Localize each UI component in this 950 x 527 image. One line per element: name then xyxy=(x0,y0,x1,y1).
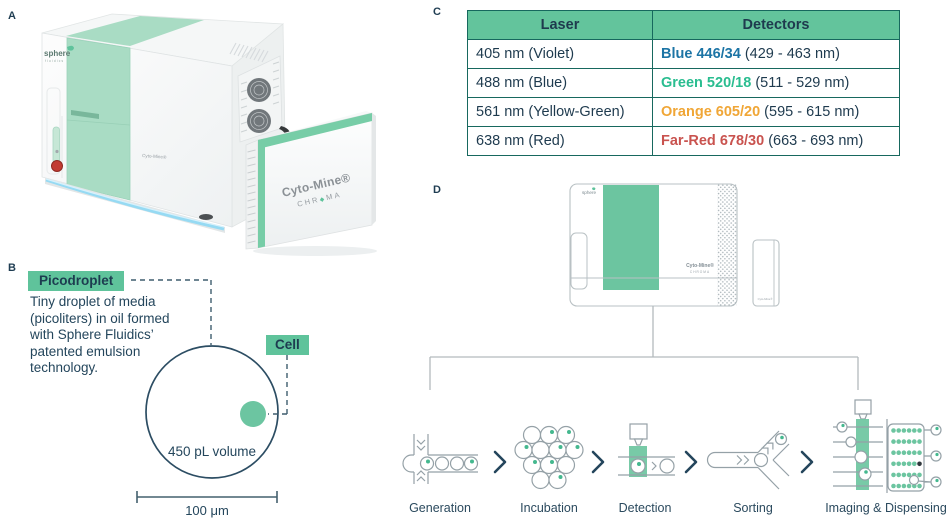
laser-cell: 405 nm (Violet) xyxy=(467,39,653,69)
instrument-schematic: sphere Cyto-Mine® CHROMA Cyto-Mine® xyxy=(569,183,780,307)
cell-circle xyxy=(240,401,266,427)
logo-text: sphere xyxy=(44,49,71,58)
top-vent-slats xyxy=(229,42,269,63)
chroma-post: MA xyxy=(325,190,342,202)
module-vent-slats xyxy=(247,149,256,244)
detector-name: Green 520/18 xyxy=(661,75,752,91)
table-row: 405 nm (Violet) Blue 446/34 (429 - 463 n… xyxy=(467,39,900,69)
workflow-arrow-icon xyxy=(591,450,605,474)
schematic-module-label: Cyto-Mine® xyxy=(758,297,774,301)
laser-cell: 638 nm (Red) xyxy=(467,126,653,156)
schematic-logo-leaf-icon xyxy=(592,187,596,191)
schematic-left-door xyxy=(570,232,588,290)
module-green-stripe-left xyxy=(258,138,265,248)
scale-label: 100 μm xyxy=(185,503,229,518)
module-shadow xyxy=(253,246,377,256)
fan-icon xyxy=(247,109,271,133)
generation-icon xyxy=(402,434,479,484)
picodroplet-description: Tiny droplet of media (picoliters) in oi… xyxy=(30,294,170,375)
status-light-strip xyxy=(52,126,60,164)
cell-badge: Cell xyxy=(266,335,309,355)
workflow-arrow-icon xyxy=(493,450,507,474)
panel-seam xyxy=(66,119,131,126)
left-door-outline xyxy=(46,87,61,175)
sample-slot xyxy=(71,110,99,119)
detector-range: (429 - 463 nm) xyxy=(740,46,840,62)
sphere-fluidics-logo: sphere fluidics xyxy=(44,45,74,63)
laser-cell: 561 nm (Yellow-Green) xyxy=(467,97,653,127)
screw-dot xyxy=(55,149,59,154)
workflow-step-incubation: Incubation xyxy=(520,501,578,515)
detector-name: Blue 446/34 xyxy=(661,46,741,62)
scale-bar xyxy=(136,491,278,503)
cytomine-instrument-illustration: sphere fluidics Cyto-Mine® Cyto-Mine® xyxy=(41,13,377,256)
table-row: 488 nm (Blue) Green 520/18 (511 - 529 nm… xyxy=(467,68,900,98)
logo-subtext: fluidics xyxy=(45,59,64,63)
leader-lines xyxy=(131,279,288,415)
incubation-icon xyxy=(514,425,584,490)
detector-cell: Green 520/18 (511 - 529 nm) xyxy=(652,68,900,98)
machine-foot xyxy=(199,214,213,220)
machine-top-green-swath xyxy=(66,16,204,46)
panel-d-label: D xyxy=(433,184,442,196)
workflow-step-sorting: Sorting xyxy=(733,501,773,515)
detector-cell: Far-Red 678/30 (663 - 693 nm) xyxy=(652,126,900,156)
panel-c-label: C xyxy=(433,6,442,18)
schematic-logo: sphere xyxy=(582,187,596,195)
blue-glow xyxy=(45,178,225,231)
table-row: 561 nm (Yellow-Green) Orange 605/20 (595… xyxy=(467,97,900,127)
panel-a-label: A xyxy=(8,10,17,22)
workflow-arrow-icon xyxy=(800,450,814,474)
panel-b-label: B xyxy=(8,262,17,274)
sorting-icon xyxy=(706,430,790,490)
module-green-stripe-top xyxy=(258,113,372,149)
workflow-connector xyxy=(429,306,859,390)
detection-icon xyxy=(618,423,675,477)
picodroplet-badge: Picodroplet xyxy=(28,271,125,291)
schematic-green-panel xyxy=(603,185,659,290)
front-product-label: Cyto-Mine® xyxy=(142,152,167,160)
picodroplet-diagram: 450 pL volume 100 μm xyxy=(131,279,288,518)
chroma-leaf-icon: ◆ xyxy=(319,196,327,203)
fan-icon xyxy=(247,78,271,102)
schematic-device-sub: CHROMA xyxy=(690,270,710,274)
detector-range: (663 - 693 nm) xyxy=(764,133,864,149)
table-row: 638 nm (Red) Far-Red 678/30 (663 - 693 n… xyxy=(467,126,900,156)
table-header-row: Laser Detectors xyxy=(467,10,900,40)
workflow-step-generation: Generation xyxy=(409,501,471,515)
workflow-icons xyxy=(402,399,942,493)
detector-cell: Orange 605/20 (595 - 615 nm) xyxy=(652,97,900,127)
logo-leaf-icon xyxy=(67,45,74,51)
header-detectors: Detectors xyxy=(652,10,900,40)
fan-panel-slats xyxy=(240,61,280,133)
machine-front-green-panel xyxy=(66,37,131,201)
picodroplet-circle xyxy=(145,345,279,479)
volume-label: 450 pL volume xyxy=(168,444,256,459)
chroma-module: Cyto-Mine® CHR◆MA xyxy=(245,111,377,256)
schematic-module xyxy=(752,239,780,307)
power-button[interactable] xyxy=(51,160,63,172)
workflow-step-detection: Detection xyxy=(618,501,672,515)
schematic-device-name: Cyto-Mine® xyxy=(686,262,714,269)
workflow-arrow-icon xyxy=(684,450,698,474)
header-laser: Laser xyxy=(467,10,653,40)
detector-range: (511 - 529 nm) xyxy=(751,75,850,91)
blue-glow-core xyxy=(45,178,225,228)
laser-cell: 488 nm (Blue) xyxy=(467,68,653,98)
module-right-edge xyxy=(372,113,376,225)
detector-name: Far-Red 678/30 xyxy=(661,133,765,149)
microwell-plate-dots xyxy=(891,428,922,489)
module-top-face xyxy=(250,111,372,142)
schematic-logo-text: sphere xyxy=(582,190,596,195)
detector-name: Orange 605/20 xyxy=(661,104,761,120)
detector-cell: Blue 446/34 (429 - 463 nm) xyxy=(652,39,900,69)
detector-range: (595 - 615 nm) xyxy=(760,104,860,120)
module-vent-face xyxy=(245,139,259,250)
workflow-step-imaging-dispensing: Imaging & Dispensing xyxy=(825,501,947,515)
schematic-vent-band xyxy=(717,184,737,306)
laser-detector-table: Laser Detectors 405 nm (Violet) Blue 446… xyxy=(467,10,900,156)
imaging-dispensing-icon xyxy=(833,399,942,493)
